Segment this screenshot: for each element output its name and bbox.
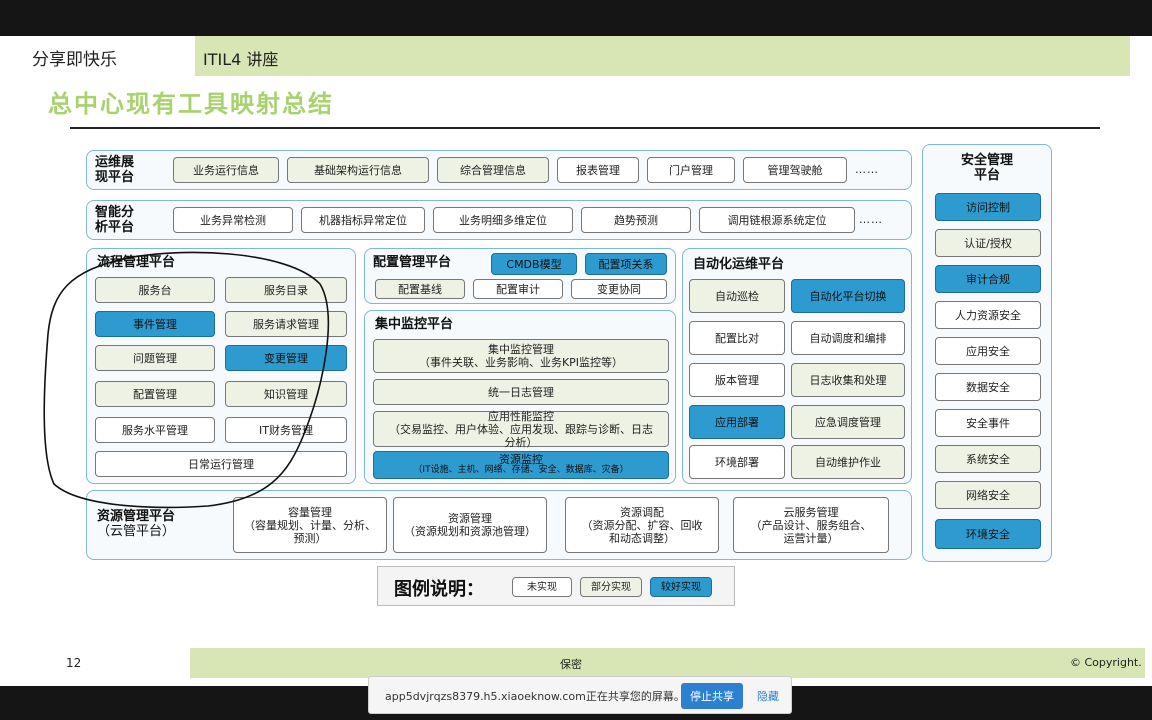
security-item[interactable]: 安全事件 [935, 409, 1041, 437]
ops-display-more: …… [855, 163, 879, 176]
resource-item[interactable]: 资源管理（资源规划和资源池管理） [393, 497, 547, 553]
ops-display-item[interactable]: 报表管理 [557, 157, 639, 183]
resource-panel: 资源管理平台（云管平台） 容量管理（容量规划、计量、分析、预测） 资源管理（资源… [86, 490, 912, 560]
footer-band: 保密 © Copyright. [190, 648, 1145, 678]
security-panel: 安全管理平台 访问控制 认证/授权 审计合规 人力资源安全 应用安全 数据安全 … [922, 144, 1052, 562]
monitor-central-box[interactable]: 集中监控管理（事件关联、业务影响、业务KPI监控等） [373, 339, 669, 373]
hide-link[interactable]: 隐藏 [757, 690, 779, 703]
legend: 图例说明： 未实现 部分实现 较好实现 [377, 566, 735, 606]
security-item[interactable]: 审计合规 [935, 265, 1041, 293]
config-panel: 配置管理平台 CMDB模型 配置项关系 配置基线 配置审计 变更协同 [364, 248, 676, 304]
resource-item[interactable]: 资源调配（资源分配、扩容、回收和动态调整） [565, 497, 719, 553]
config-item[interactable]: 变更协同 [571, 279, 667, 299]
process-item[interactable]: 配置管理 [95, 381, 215, 407]
process-label: 流程管理平台 [97, 255, 176, 270]
analytics-more: …… [859, 213, 883, 226]
automation-item[interactable]: 日志收集和处理 [791, 363, 905, 397]
slide-title: 总中心现有工具映射总结 [48, 90, 334, 118]
header-left-text: 分享即快乐 [0, 36, 190, 76]
automation-label: 自动化运维平台 [693, 257, 785, 272]
page-number: 12 [0, 648, 185, 678]
security-label: 安全管理平台 [960, 153, 1013, 183]
security-item[interactable]: 应用安全 [935, 337, 1041, 365]
security-item[interactable]: 环境安全 [935, 519, 1041, 549]
monitor-panel: 集中监控平台 集中监控管理（事件关联、业务影响、业务KPI监控等） 统一日志管理… [364, 310, 676, 484]
security-item[interactable]: 系统安全 [935, 445, 1041, 473]
ops-display-panel: 运维展现平台 业务运行信息 基础架构运行信息 综合管理信息 报表管理 门户管理 … [86, 150, 912, 190]
process-item[interactable]: 变更管理 [225, 345, 347, 371]
monitor-resource-box[interactable]: 资源监控（IT设施、主机、网络、存储、安全、数据库、灾备） [373, 451, 669, 479]
process-item[interactable]: 知识管理 [225, 381, 347, 407]
ops-display-item[interactable]: 门户管理 [647, 157, 735, 183]
process-panel: 流程管理平台 服务台 服务目录 事件管理 服务请求管理 问题管理 变更管理 配置… [86, 248, 356, 484]
process-item[interactable]: 日常运行管理 [95, 451, 347, 477]
automation-item[interactable]: 版本管理 [689, 363, 785, 397]
automation-item[interactable]: 自动化平台切换 [791, 279, 905, 313]
share-status-text: app5dvjrqzs8379.h5.xiaoeknow.com正在共享您的屏幕… [385, 690, 685, 703]
automation-item[interactable]: 环境部署 [689, 445, 785, 479]
footer-confidential: 保密 [560, 658, 582, 671]
legend-partial: 部分实现 [580, 577, 642, 597]
analytics-label: 智能分析平台 [95, 205, 135, 235]
config-item[interactable]: 配置项关系 [585, 253, 667, 275]
security-item[interactable]: 人力资源安全 [935, 301, 1041, 329]
resource-item[interactable]: 容量管理（容量规划、计量、分析、预测） [233, 497, 387, 553]
legend-none: 未实现 [512, 577, 572, 597]
stop-sharing-button[interactable]: 停止共享 [681, 683, 743, 709]
automation-item[interactable]: 自动调度和编排 [791, 321, 905, 355]
config-item[interactable]: 配置审计 [473, 279, 563, 299]
analytics-item[interactable]: 业务异常检测 [173, 207, 293, 233]
analytics-item[interactable]: 趋势预测 [581, 207, 691, 233]
resource-label: 资源管理平台（云管平台） [97, 509, 176, 539]
automation-panel: 自动化运维平台 自动巡检 自动化平台切换 配置比对 自动调度和编排 版本管理 日… [682, 248, 912, 484]
legend-full: 较好实现 [650, 577, 712, 597]
config-label: 配置管理平台 [373, 255, 452, 270]
legend-title: 图例说明： [394, 579, 484, 600]
automation-item[interactable]: 配置比对 [689, 321, 785, 355]
process-item[interactable]: IT财务管理 [225, 417, 347, 443]
process-item[interactable]: 服务水平管理 [95, 417, 215, 443]
analytics-item[interactable]: 机器指标异常定位 [301, 207, 425, 233]
title-underline [70, 127, 1100, 129]
resource-item[interactable]: 云服务管理（产品设计、服务组合、运营计量） [733, 497, 889, 553]
header-right-text: ITIL4 讲座 [195, 36, 1130, 76]
monitor-label: 集中监控平台 [375, 317, 454, 332]
process-item[interactable]: 事件管理 [95, 311, 215, 337]
monitor-apm-box[interactable]: 应用性能监控（交易监控、用户体验、应用发现、跟踪与诊断、日志分析） [373, 410, 669, 449]
ops-display-item[interactable]: 综合管理信息 [437, 157, 549, 183]
process-item[interactable]: 服务目录 [225, 277, 347, 303]
ops-display-item[interactable]: 管理驾驶舱 [743, 157, 847, 183]
automation-item[interactable]: 自动巡检 [689, 279, 785, 313]
top-black-bar [0, 0, 1152, 36]
monitor-log-box[interactable]: 统一日志管理 [373, 379, 669, 405]
config-item[interactable]: 配置基线 [375, 279, 465, 299]
security-item[interactable]: 网络安全 [935, 481, 1041, 509]
process-item[interactable]: 服务台 [95, 277, 215, 303]
process-item[interactable]: 问题管理 [95, 345, 215, 371]
footer-copyright: © Copyright. [1070, 656, 1142, 669]
security-item[interactable]: 访问控制 [935, 193, 1041, 221]
security-item[interactable]: 数据安全 [935, 373, 1041, 401]
config-item[interactable]: CMDB模型 [491, 253, 577, 275]
slide-footer: 12 保密 © Copyright. [0, 648, 1152, 678]
security-item[interactable]: 认证/授权 [935, 229, 1041, 257]
ops-display-label: 运维展现平台 [95, 155, 135, 185]
analytics-item[interactable]: 调用链根源系统定位 [699, 207, 855, 233]
analytics-item[interactable]: 业务明细多维定位 [433, 207, 573, 233]
process-item[interactable]: 服务请求管理 [225, 311, 347, 337]
ops-display-item[interactable]: 业务运行信息 [173, 157, 279, 183]
automation-item[interactable]: 自动维护作业 [791, 445, 905, 479]
ops-display-item[interactable]: 基础架构运行信息 [287, 157, 429, 183]
automation-item[interactable]: 应急调度管理 [791, 405, 905, 439]
automation-item[interactable]: 应用部署 [689, 405, 785, 439]
screen-share-bar: app5dvjrqzs8379.h5.xiaoeknow.com正在共享您的屏幕… [368, 676, 792, 714]
slide: 分享即快乐 ITIL4 讲座 总中心现有工具映射总结 运维展现平台 业务运行信息… [0, 36, 1152, 686]
analytics-panel: 智能分析平台 业务异常检测 机器指标异常定位 业务明细多维定位 趋势预测 调用链… [86, 200, 912, 240]
